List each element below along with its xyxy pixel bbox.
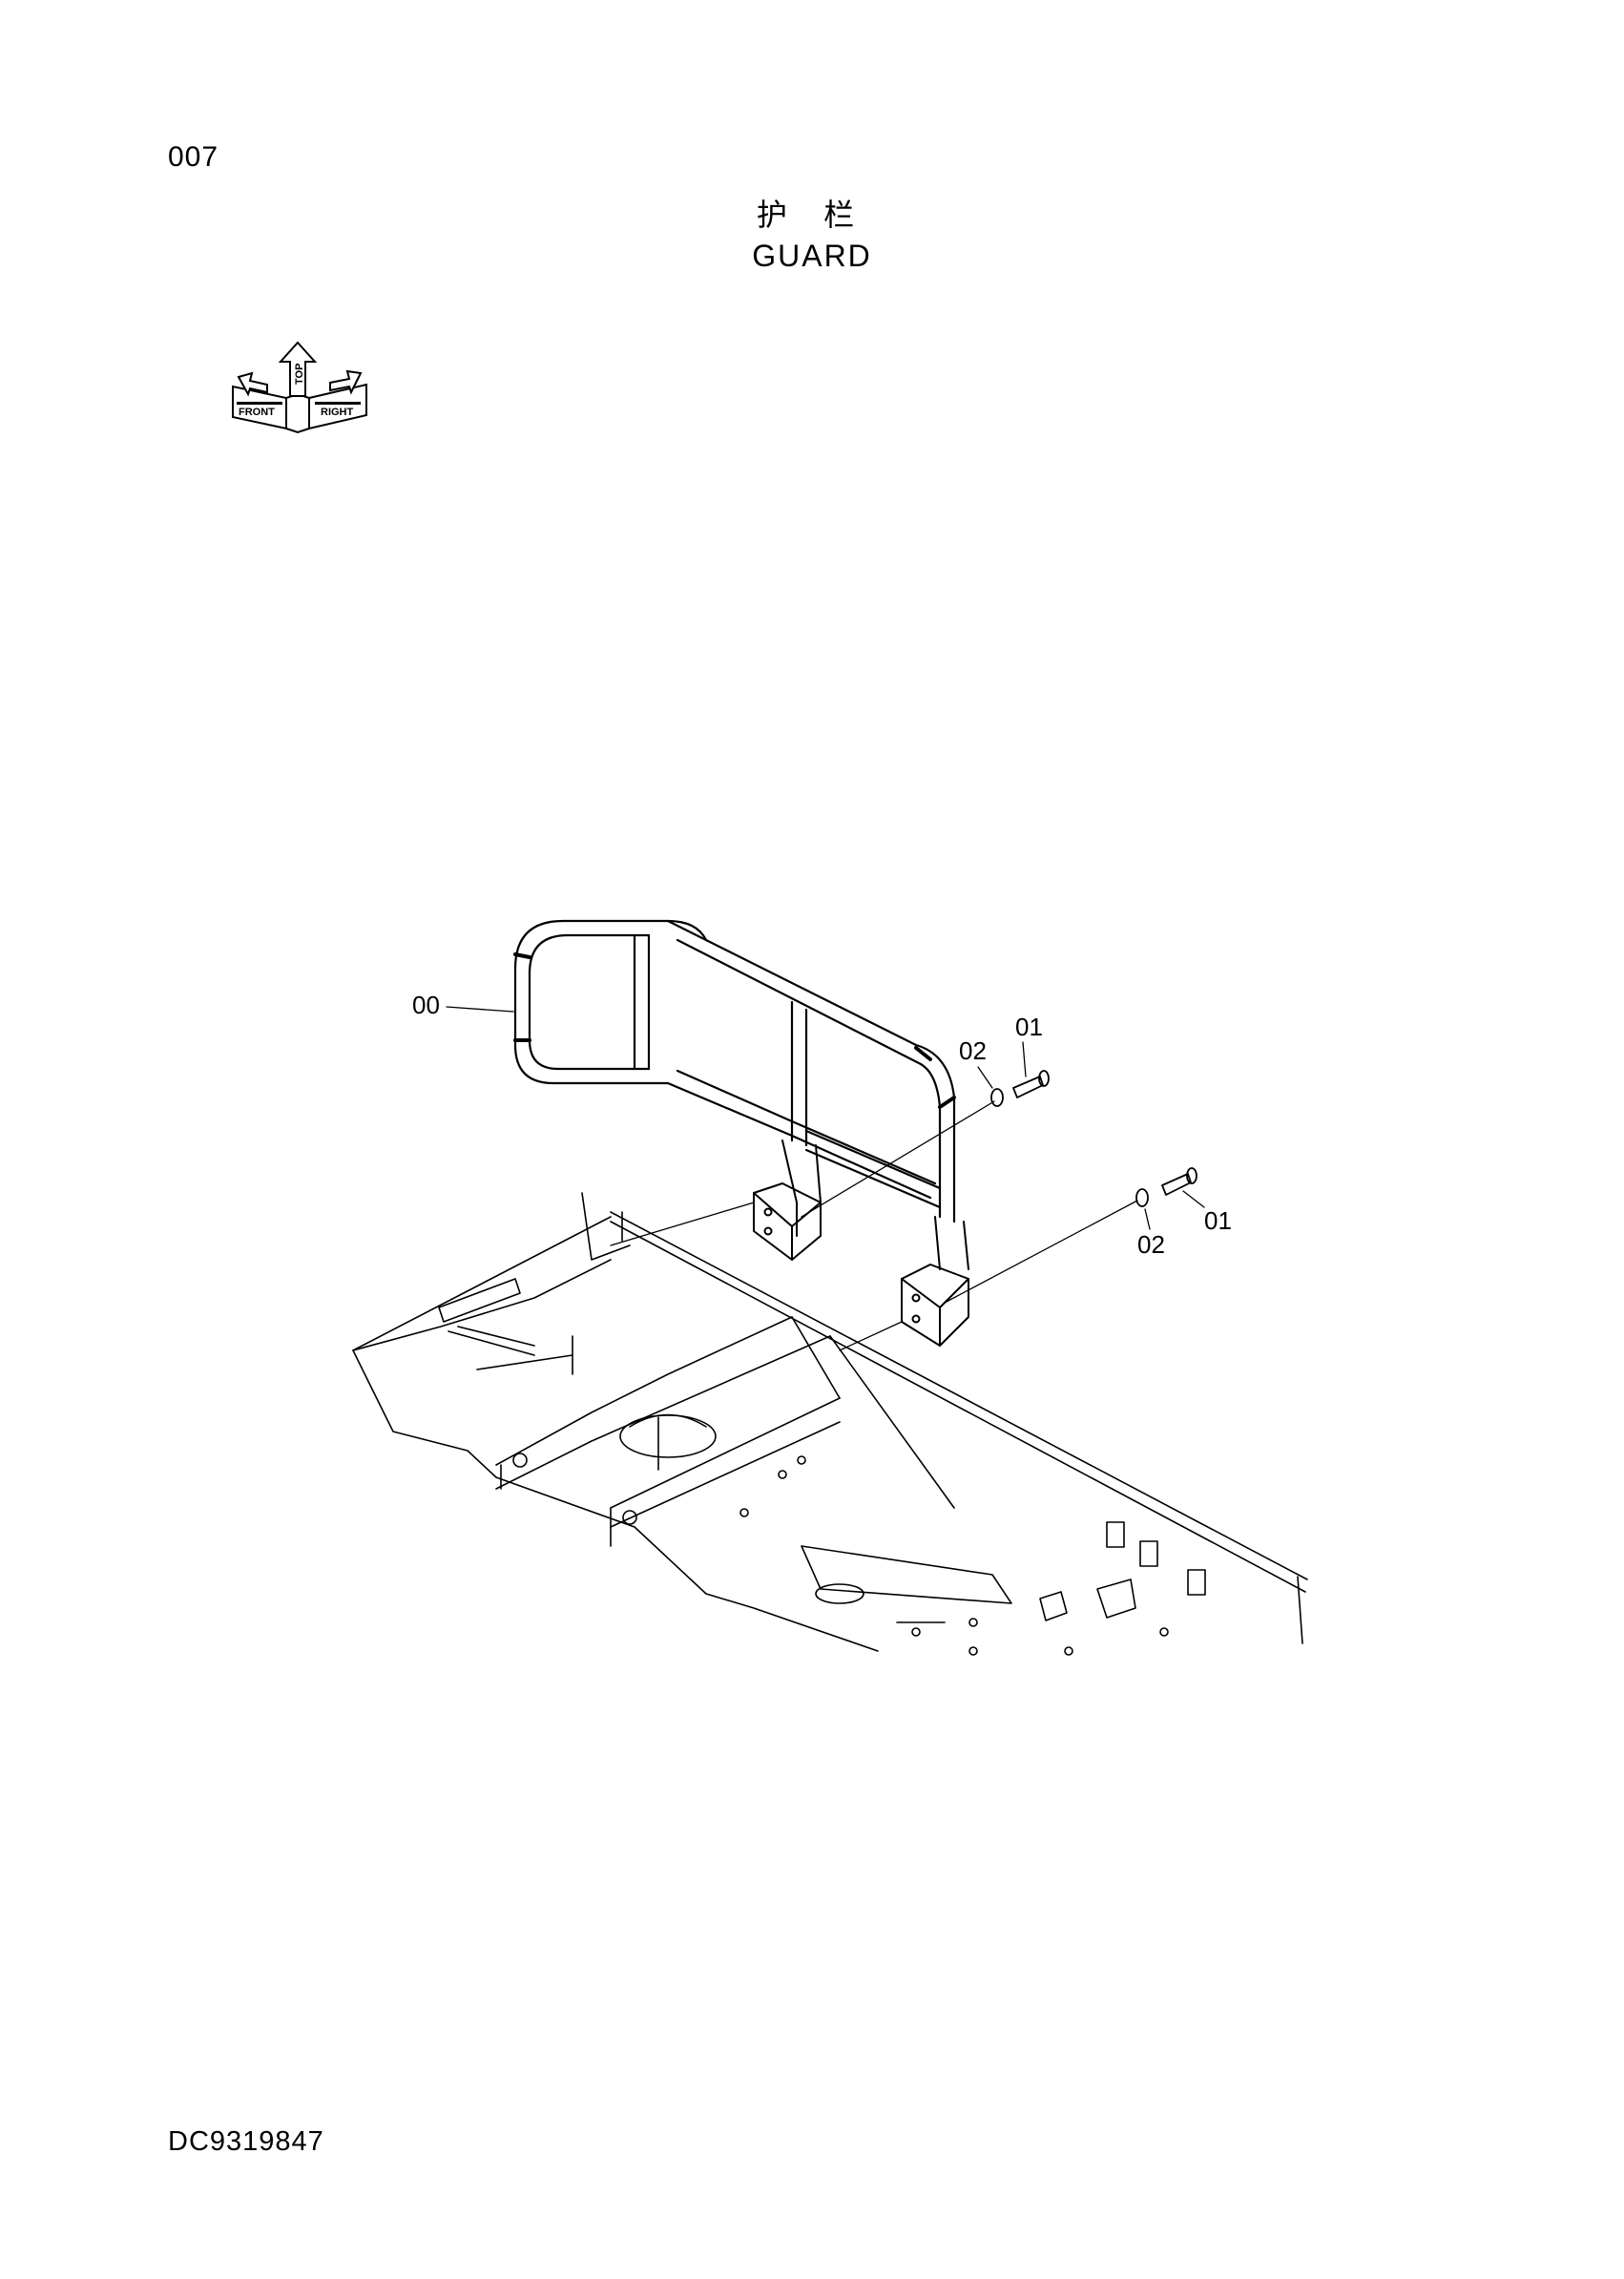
callout-02-lower: 02	[1137, 1230, 1165, 1259]
page-number: 007	[168, 141, 219, 173]
callout-00: 00	[412, 991, 440, 1019]
bolt-01-lower	[1161, 1167, 1197, 1196]
title-english: GUARD	[752, 239, 872, 273]
bolt-01-upper	[1012, 1070, 1050, 1098]
washer-02-upper	[990, 1088, 1004, 1107]
callout-02-upper: 02	[959, 1036, 987, 1065]
orientation-symbol-icon: FRONT TOP RIGHT	[232, 341, 367, 434]
washer-02-lower	[1135, 1188, 1149, 1207]
callout-01-upper: 01	[1015, 1013, 1043, 1041]
callout-01-lower: 01	[1204, 1206, 1232, 1235]
document-code: DC9319847	[168, 2126, 324, 2157]
orient-right-label: RIGHT	[321, 407, 354, 418]
orient-top-label: TOP	[294, 364, 305, 385]
leader-lines	[446, 1006, 1205, 1351]
guard-rail	[513, 919, 956, 1223]
right-foot-bracket	[901, 1216, 969, 1347]
left-foot-bracket	[753, 1140, 822, 1261]
title-chinese: 护 栏	[756, 197, 868, 233]
upper-frame-platform	[352, 1192, 1308, 1656]
orient-front-label: FRONT	[239, 407, 275, 418]
